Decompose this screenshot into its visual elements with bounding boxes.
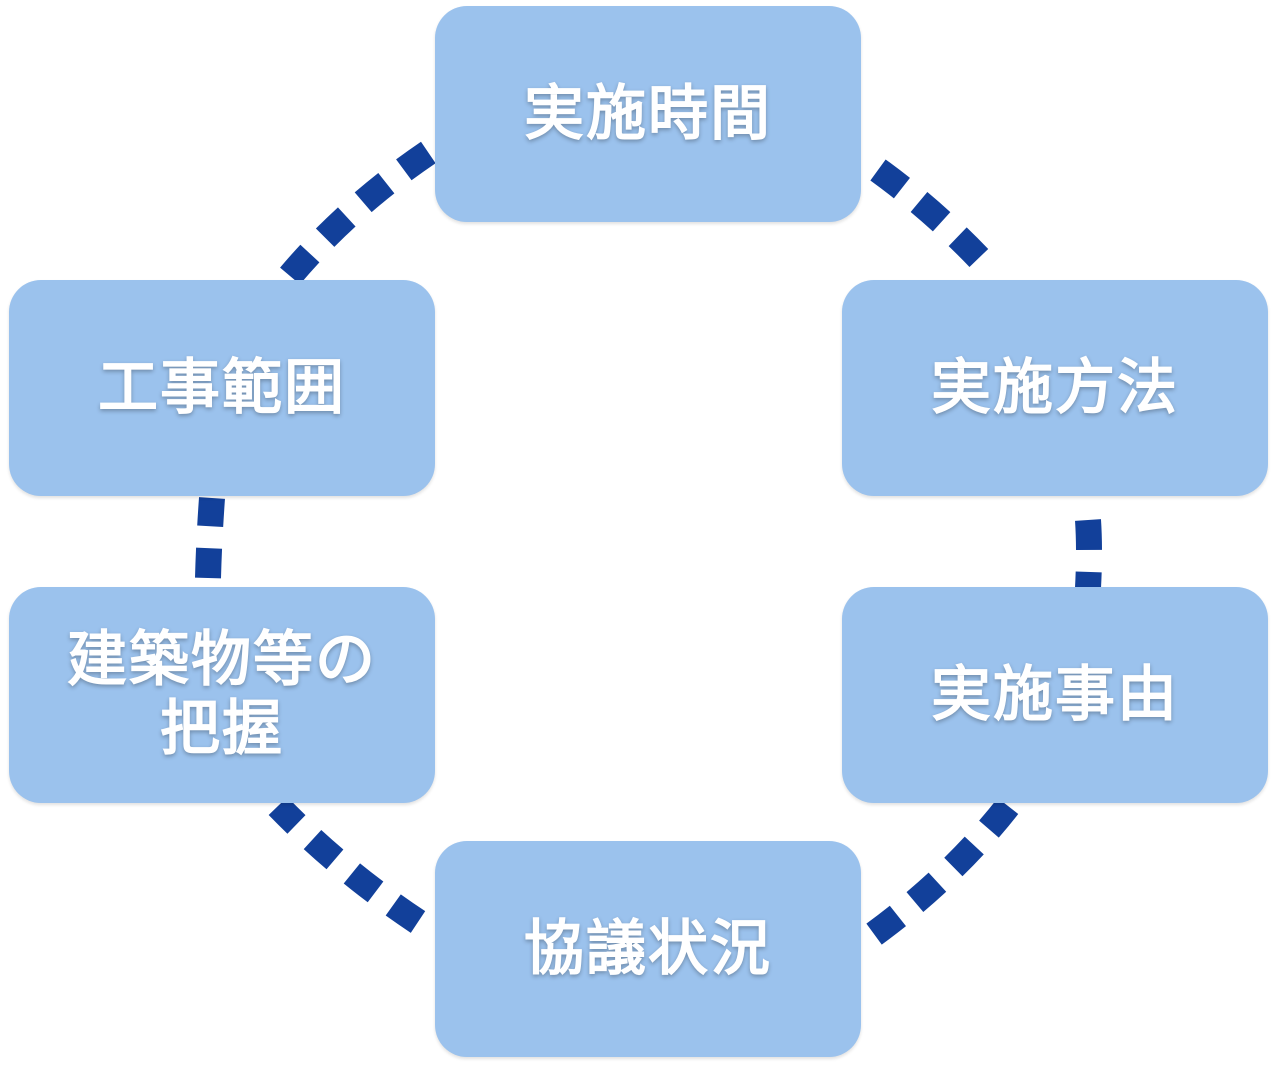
connector-bottom-to-lower-left	[268, 796, 426, 933]
node-label: 実施事由	[931, 659, 1179, 730]
node-kenchikubutsu-haaku: 建築物等の 把握	[9, 587, 435, 803]
connector-upper-right-to-lower-right	[1075, 519, 1102, 589]
node-label: 実施方法	[931, 352, 1179, 423]
connector-upper-left-to-top	[280, 139, 440, 285]
node-label: 実施時間	[524, 78, 772, 149]
node-label: 建築物等の 把握	[67, 625, 377, 764]
node-kyougi-joukyou: 協議状況	[435, 841, 861, 1057]
node-jisshi-houhou: 実施方法	[842, 280, 1268, 496]
node-jisshi-jiyuu: 実施事由	[842, 587, 1268, 803]
connector-lower-right-to-bottom	[858, 797, 1019, 951]
connector-top-to-upper-right	[870, 159, 1002, 281]
node-label: 協議状況	[524, 913, 772, 984]
connector-lower-left-to-upper-left	[195, 497, 225, 579]
node-kouji-hani: 工事範囲	[9, 280, 435, 496]
node-jisshi-jikan: 実施時間	[435, 6, 861, 222]
node-label: 工事範囲	[98, 352, 346, 423]
